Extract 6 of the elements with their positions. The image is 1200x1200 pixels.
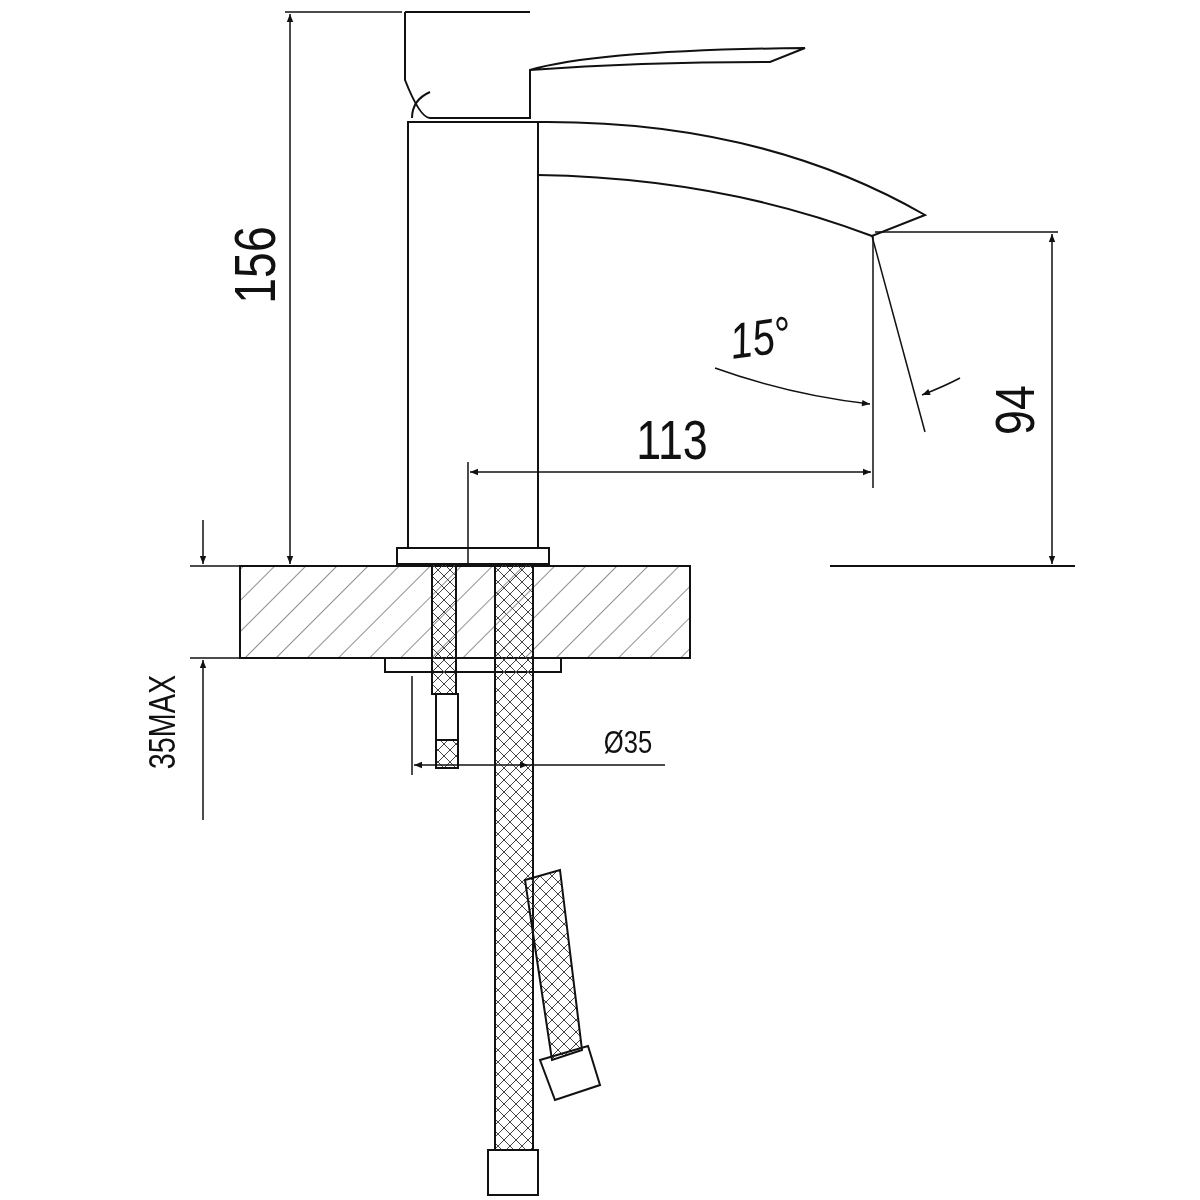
dimension-label: 156 <box>226 226 284 304</box>
dimension-label: Ø35 <box>603 726 653 758</box>
dimension-label: 94 <box>987 385 1043 435</box>
dimension-label: 15° <box>726 309 794 367</box>
dimension-label: 113 <box>636 412 708 468</box>
dimension-label: 35MAX <box>145 674 181 770</box>
